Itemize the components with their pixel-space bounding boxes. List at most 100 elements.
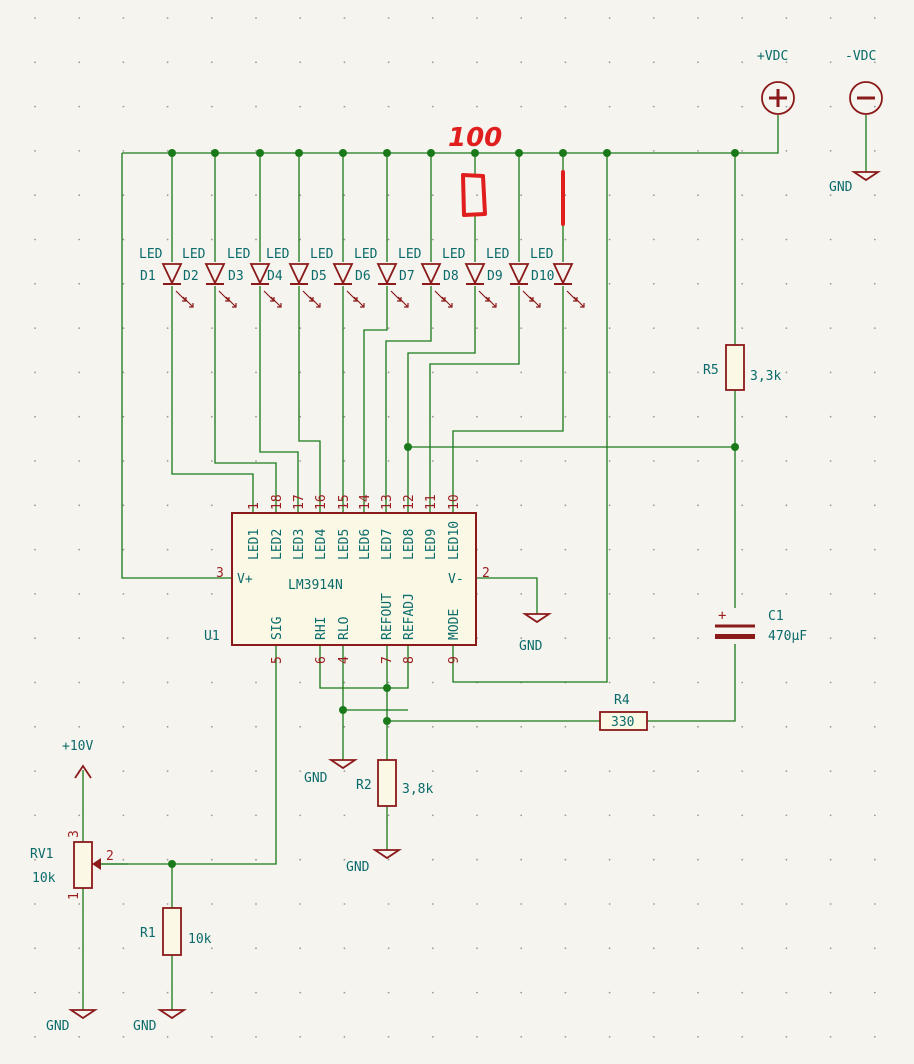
handwritten-zero-glyph [461,173,487,217]
ic-pin-number: 1 [247,502,262,510]
ic-pin-name: LED3 [292,529,307,560]
ic-pin-number: 7 [380,656,395,664]
led-d8: LED D8 [442,247,497,308]
ic-pin-number: 17 [292,494,307,510]
ic-pin-name: RHI [314,617,329,640]
led-d4: LED D4 [266,247,321,308]
ic-pin-number: 8 [402,656,417,664]
ic-pin-name: LED9 [424,529,439,560]
svg-text:+10V: +10V [62,739,93,754]
ic-pin-name: LED1 [247,529,262,560]
ic-pin-number: 4 [337,656,352,664]
led-ref-label: D1 [140,269,156,284]
r1-value: 10k [188,932,212,947]
ic-ref-label: U1 [204,629,220,644]
handwritten-annotation: 100 [448,123,565,226]
gnd-symbol: GND [46,1009,98,1034]
led-d9: LED D9 [486,247,541,308]
led-type-label: LED [227,247,251,262]
led-type-label: LED [182,247,206,262]
vdc-negative-symbol: -VDC [845,49,883,115]
led-d7: LED D7 [398,247,453,308]
vdc-positive-symbol: +VDC [757,49,795,115]
svg-text:GND: GND [346,860,370,875]
junction-dots [168,149,739,868]
svg-text:GND: GND [829,180,853,195]
ic-pin-number: 13 [380,494,395,510]
svg-text:GND: GND [304,771,328,786]
led-ref-label: D6 [355,269,371,284]
ic-pin-name: LED8 [402,529,417,560]
c1-value: 470µF [768,629,807,644]
led-ref-label: D9 [487,269,503,284]
r4-ref: R4 [614,693,630,708]
ic-pin-number: 15 [337,494,352,510]
ic-pin-name: LED4 [314,529,329,560]
ic-part-label: LM3914N [288,578,343,593]
gnd-symbol: GND [829,171,881,195]
led-d2: LED D2 [182,247,237,308]
plus-10v-symbol: +10V [62,739,93,779]
ic-pin-number: 10 [447,494,462,510]
led-ref-label: D2 [183,269,199,284]
ic-pin-name: MODE [447,609,462,640]
led-d10: LED D10 [530,247,585,308]
gnd-symbol: GND [519,613,552,654]
gnd-symbol: GND [133,1009,187,1034]
svg-text:GND: GND [133,1019,157,1034]
led-ref-label: D10 [531,269,554,284]
vdc-neg-label: -VDC [845,49,876,64]
led-ref-label: D7 [399,269,415,284]
led-ref-label: D4 [267,269,283,284]
resistor-r4: R4 330 [599,693,648,731]
c1-polarity: + [718,608,726,624]
ic-pin-number: 6 [314,656,329,664]
led-type-label: LED [266,247,290,262]
ic-pin-number: 9 [447,656,462,664]
rv1-pin1: 1 [67,892,82,900]
ic-pin-number: 16 [314,494,329,510]
r4-value: 330 [611,715,634,730]
rv1-pin2: 2 [106,849,114,864]
led-d3: LED D3 [227,247,282,308]
gnd-symbol: GND [304,759,358,786]
rv1-value: 10k [32,871,56,886]
led-array: LED D1 LED D2 LED D3 LED D4 LED D5 LED D6 LED D7 LED D8… [139,247,585,308]
ic-pin-name: REFADJ [402,593,417,640]
led-ref-label: D5 [311,269,327,284]
handwritten-100-label: 100 [448,123,502,153]
led-type-label: LED [530,247,554,262]
ic-pin-name: LED7 [380,529,395,560]
ic-pin-name: RLO [337,616,352,640]
led-ref-label: D8 [443,269,459,284]
led-type-label: LED [442,247,466,262]
led-type-label: LED [139,247,163,262]
pin-num-vplus: 3 [216,566,224,581]
pin-num-vminus: 2 [482,566,490,581]
led-ref-label: D3 [228,269,244,284]
led-type-label: LED [398,247,422,262]
ic-pin-name: LED2 [270,529,285,560]
r2-ref: R2 [356,778,372,793]
c1-ref: C1 [768,609,784,624]
ic-pin-name: LED6 [358,529,373,560]
rv1-pin3: 3 [67,830,82,838]
ic-pin-name: LED5 [337,529,352,560]
potentiometer-rv1: RV1 10k 2 3 1 [30,830,128,900]
vdc-pos-label: +VDC [757,49,788,64]
ic-pin-number: 14 [358,494,373,510]
resistor-r5: R5 3,3k [703,344,781,391]
r5-value: 3,3k [750,369,781,384]
ic-pin-number: 12 [402,494,417,510]
pin-name-vminus: V- [448,572,464,587]
rv1-ref: RV1 [30,847,53,862]
ic-pin-number: 11 [424,494,439,510]
ic-pin-number: 18 [270,494,285,510]
ic-pin-name: SIG [270,616,285,640]
resistor-r1: R1 10k [140,907,212,956]
led-type-label: LED [486,247,510,262]
